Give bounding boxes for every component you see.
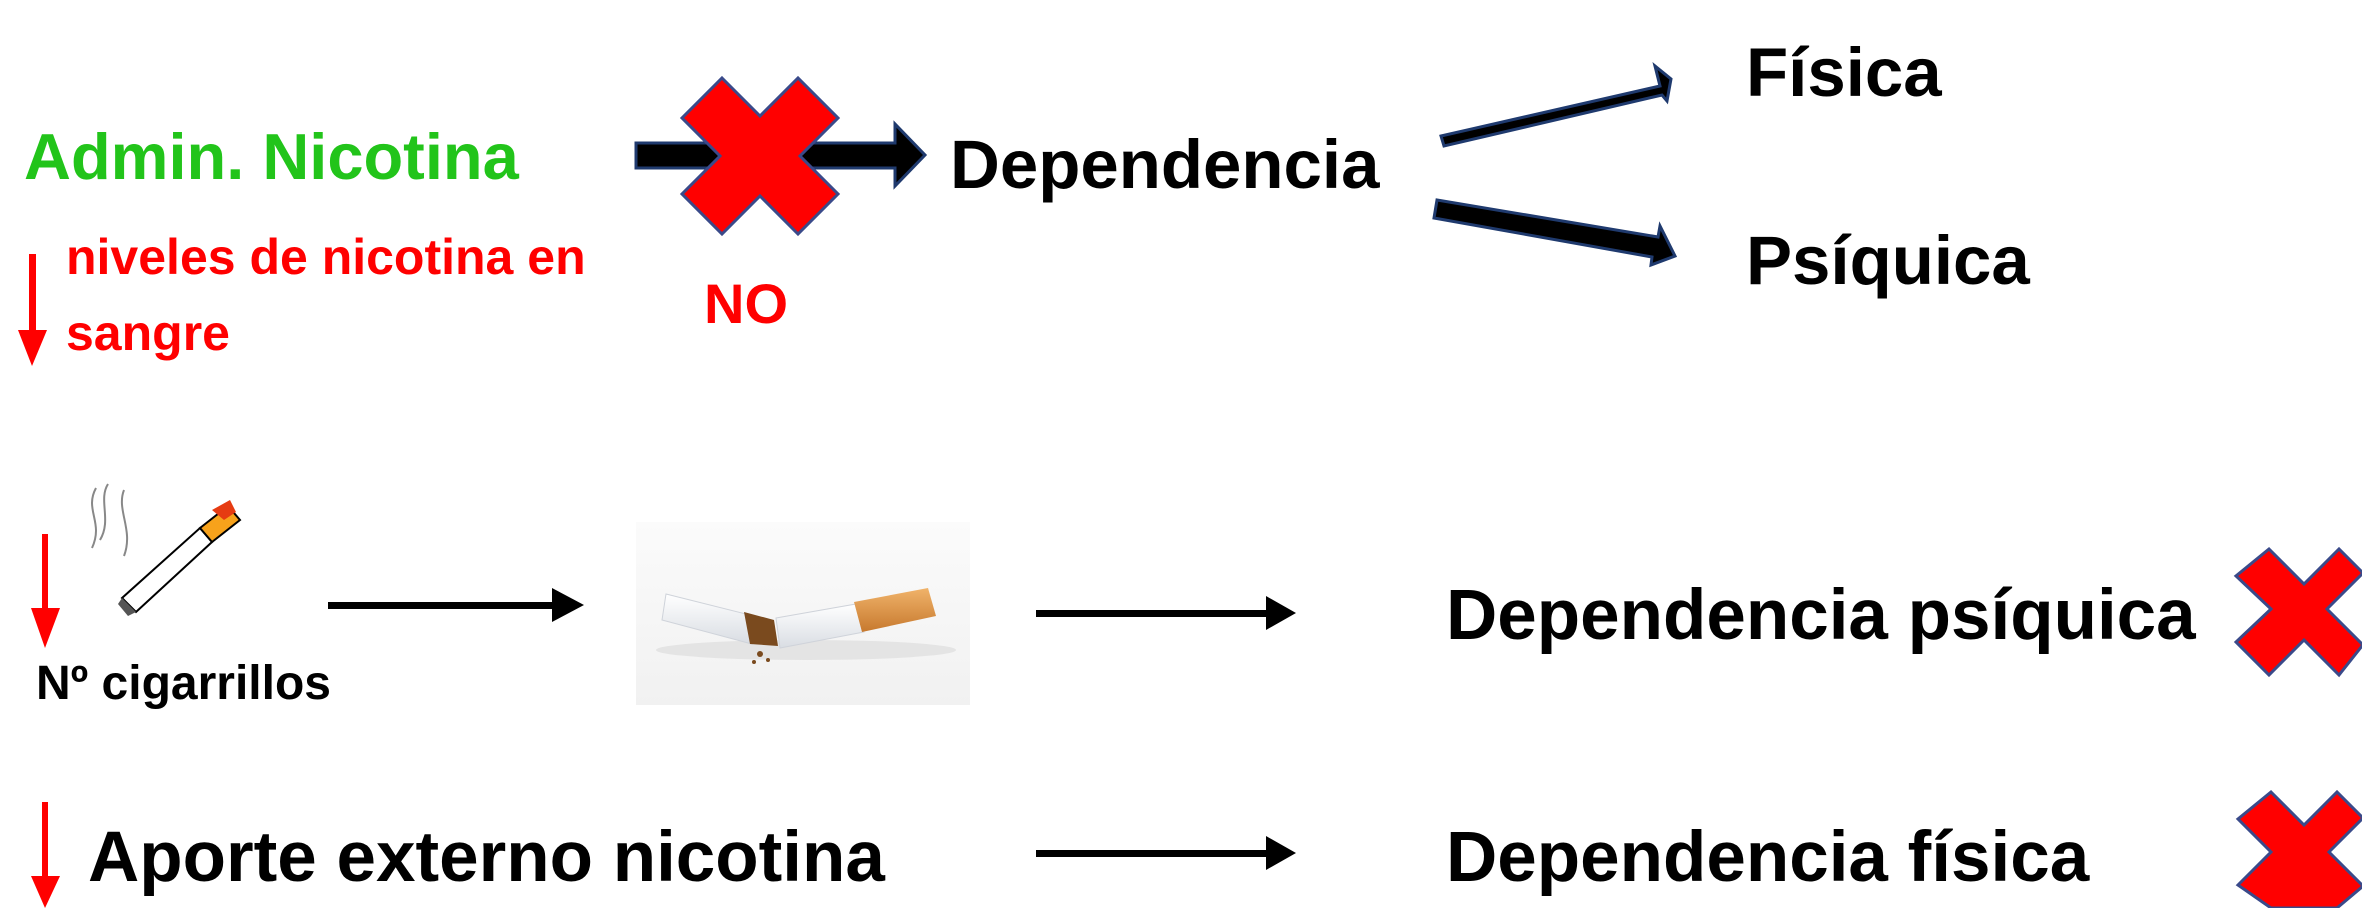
right-arrow-icon [328,588,584,622]
psiquica-label: Psíquica [1746,222,2030,299]
admin-nicotina-label: Admin. Nicotina [24,120,519,193]
aporte-externo-label: Aporte externo nicotina [88,818,885,897]
cigarette-icon [91,483,242,616]
right-arrow-icon [1036,836,1296,870]
cross-icon [2235,789,2362,908]
block-arrow-to-psiquica [1432,198,1678,268]
niveles-label-line1: niveles de nicotina en [66,229,586,285]
cross-icon [2233,546,2362,678]
down-arrow-icon [31,534,60,648]
cigarrillos-label: Nº cigarrillos [36,657,331,710]
cross-icon [679,75,841,237]
broken-cigarette-image [636,522,970,705]
dependencia-fisica-label: Dependencia física [1446,818,2090,897]
dependencia-label: Dependencia [950,126,1380,203]
niveles-label-line2: sangre [66,305,230,361]
down-arrow-icon [31,802,60,908]
right-arrow-icon [1036,596,1296,630]
block-arrow-to-fisica [1439,61,1673,148]
down-arrow-icon [18,254,47,366]
dependencia-psiquica-label: Dependencia psíquica [1446,576,2196,655]
fisica-label: Física [1746,34,1942,111]
no-label: NO [704,272,788,335]
